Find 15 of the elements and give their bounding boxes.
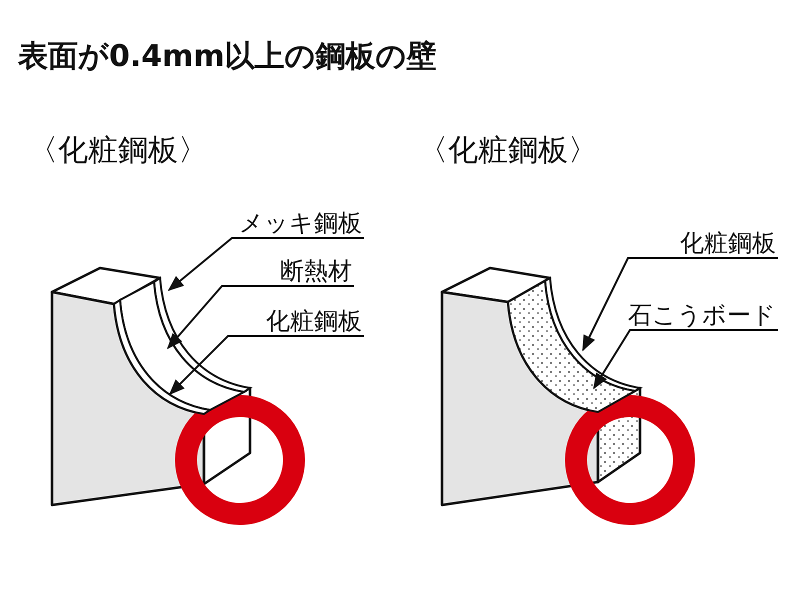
- callout-label: 化粧鋼板: [238, 306, 362, 336]
- leader-line: [582, 257, 778, 352]
- leader-line: [168, 237, 364, 292]
- leader-line: [168, 335, 364, 396]
- callout-label: 断熱材: [262, 256, 352, 286]
- leader-line: [166, 285, 354, 350]
- insulation-layer: [119, 281, 245, 411]
- panel-heading: 〈化粧鋼板〉: [28, 132, 208, 170]
- panel-heading: 〈化粧鋼板〉: [418, 132, 598, 170]
- callout-label: 石こうボード: [616, 300, 776, 330]
- leader-line: [593, 329, 778, 390]
- callout-label: 化粧鋼板: [640, 228, 776, 258]
- steel-sheet-layer: [113, 299, 211, 415]
- callout-label: メッキ鋼板: [228, 208, 362, 238]
- diagram-title: 表面が0.4mm以上の鋼板の壁: [18, 38, 437, 76]
